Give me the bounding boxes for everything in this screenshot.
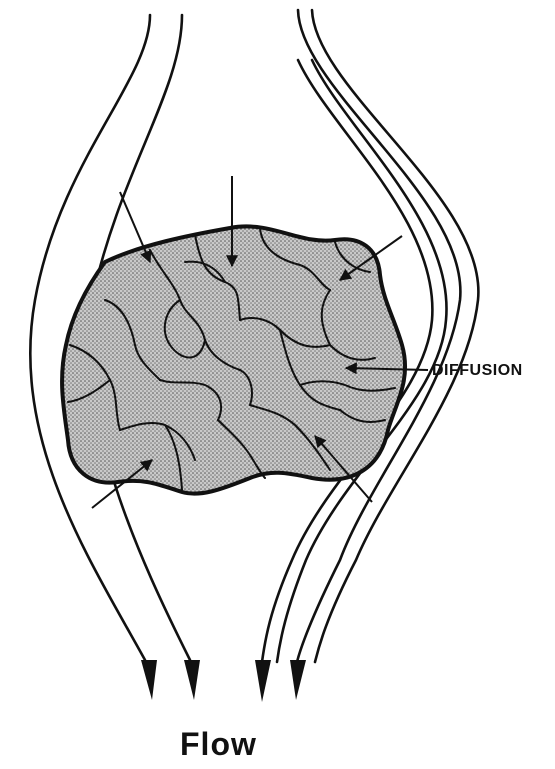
flow-arrowhead-3: [255, 660, 271, 702]
flow-arrowhead-1: [141, 660, 157, 700]
flow-arrowheads: [141, 660, 306, 702]
flow-label: Flow: [180, 728, 257, 760]
flow-arrowhead-4: [290, 660, 306, 700]
diffusion-label: DIFFUSION: [432, 363, 523, 379]
flow-arrowhead-2: [184, 660, 200, 700]
